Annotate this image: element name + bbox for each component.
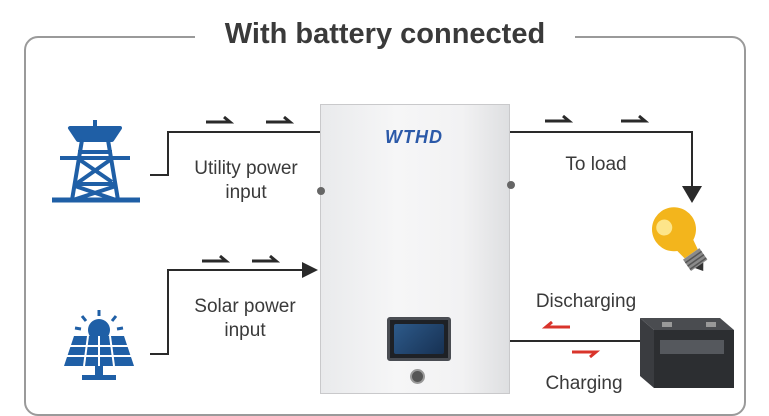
flow-arrow (252, 254, 281, 263)
diagram-title: With battery connected (195, 12, 575, 56)
solar-label-line2: input (224, 320, 266, 341)
flow-arrow (621, 114, 650, 123)
flow-arrow (266, 115, 295, 124)
flow-arrow (202, 254, 231, 263)
power-button (410, 369, 425, 384)
charging-label: Charging (545, 373, 623, 394)
load-line (508, 131, 693, 190)
charge-arrow (572, 350, 601, 359)
discharging-label: Discharging (535, 291, 637, 312)
utility-line (150, 131, 322, 176)
touch-screen (387, 317, 451, 361)
mount-bracket (507, 181, 515, 189)
utility-label: Utility power input (178, 157, 314, 205)
battery-icon (640, 318, 734, 388)
inverter-device: WTHD (317, 104, 515, 394)
solar-arrowhead (302, 262, 318, 278)
flow-diagram (52, 114, 734, 388)
solar-line (150, 269, 305, 355)
solar-label: Solar power input (180, 295, 310, 343)
solar-label-line1: Solar power (194, 296, 296, 317)
to-load-label: To load (565, 154, 627, 175)
flow-arrow (206, 115, 235, 124)
load-arrowhead (682, 186, 702, 203)
flow-arrow (545, 114, 574, 123)
solar-panel-icon (64, 310, 134, 380)
brand-logo: WTHD (385, 127, 443, 147)
utility-label-line2: input (225, 182, 267, 203)
mount-bracket (317, 187, 325, 195)
light-bulb-icon (651, 207, 708, 272)
discharge-arrow (541, 320, 570, 329)
utility-label-line1: Utility power (194, 158, 298, 179)
power-tower-icon (52, 120, 140, 203)
